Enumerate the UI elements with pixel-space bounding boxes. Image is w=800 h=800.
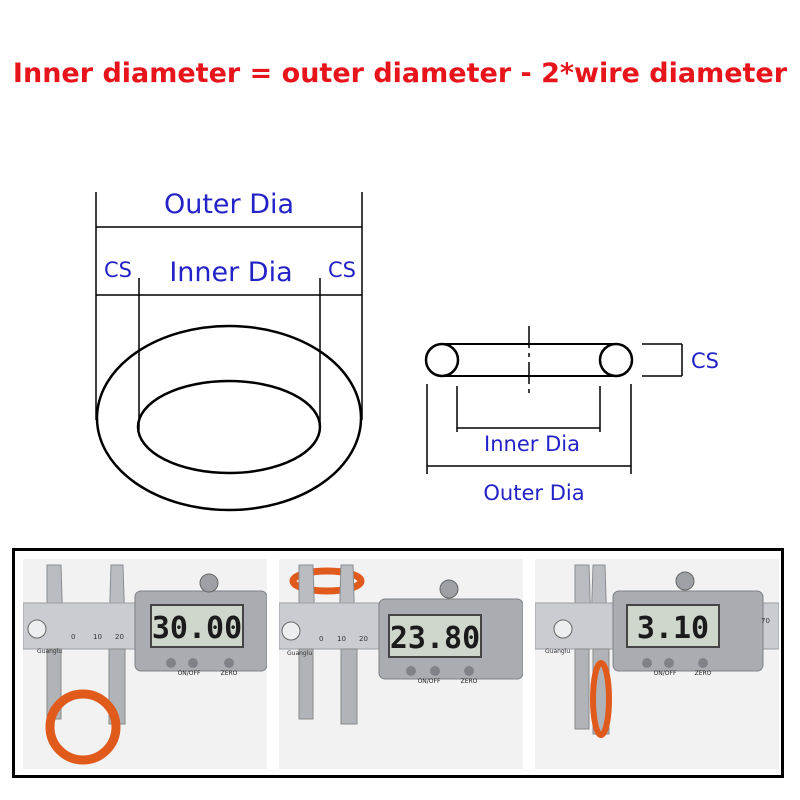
cs-section-label: CS (691, 349, 719, 373)
caliper-photo-outer: 30.00 Guanglu ON/OFF ZERO 0 10 20 (23, 559, 267, 769)
cs-circle-left (424, 342, 460, 378)
zero-button-label: ZERO (461, 678, 478, 685)
onoff-button-label: ON/OFF (418, 678, 441, 685)
scale-tick-10: 10 (93, 633, 102, 641)
cs-right-label: CS (328, 258, 356, 282)
cross-section-view (424, 326, 683, 474)
caliper-reading: 3.10 (637, 611, 709, 646)
outer-dia-label: Outer Dia (164, 189, 294, 220)
o-ring-photo (45, 689, 121, 765)
zero-button-label: ZERO (221, 670, 238, 677)
zero-button-label: ZERO (695, 670, 712, 677)
caliper-illustration: 3.10 Guanglu ON/OFF ZERO 70 (535, 559, 779, 769)
o-ring-diagram: Outer Dia Inner Dia CS CS CS Inner Dia O… (95, 189, 719, 512)
scale-tick-20: 20 (359, 635, 368, 643)
onoff-button-label: ON/OFF (178, 670, 201, 677)
caliper-reading: 30.00 (152, 611, 242, 646)
brand-text: Guanglu (545, 648, 570, 655)
brand-text: Guanglu (37, 648, 62, 655)
scale-tick-70: 70 (761, 617, 770, 625)
caliper-illustration: 30.00 Guanglu ON/OFF ZERO 0 10 20 (23, 559, 267, 769)
formula-heading: Inner diameter = outer diameter - 2*wire… (12, 58, 788, 89)
caliper-photo-cross-section: 3.10 Guanglu ON/OFF ZERO 70 (535, 559, 779, 769)
brand-text: Guanglu (287, 650, 312, 657)
o-ring-photo (289, 567, 365, 595)
ring-front-view (95, 192, 363, 512)
scale-tick-10: 10 (337, 635, 346, 643)
scale-tick-0: 0 (71, 633, 75, 641)
caliper-photo-strip: 30.00 Guanglu ON/OFF ZERO 0 10 20 23.80 (12, 548, 784, 778)
scale-tick-0: 0 (319, 635, 323, 643)
inner-dia-label: Inner Dia (169, 257, 292, 288)
onoff-button-label: ON/OFF (654, 670, 677, 677)
o-ring-photo (590, 660, 612, 738)
caliper-photo-inner: 23.80 Guanglu ON/OFF ZERO 0 10 20 (279, 559, 523, 769)
cs-left-label: CS (104, 258, 132, 282)
inner-ring-ellipse (136, 379, 322, 475)
cs-circle-right (598, 342, 634, 378)
outer-ring-ellipse (95, 324, 363, 512)
section-inner-dia-label: Inner Dia (484, 432, 580, 456)
caliper-illustration: 23.80 Guanglu ON/OFF ZERO 0 10 20 (279, 559, 523, 769)
section-outer-dia-label: Outer Dia (483, 481, 584, 505)
caliper-reading: 23.80 (390, 621, 480, 656)
scale-tick-20: 20 (115, 633, 124, 641)
